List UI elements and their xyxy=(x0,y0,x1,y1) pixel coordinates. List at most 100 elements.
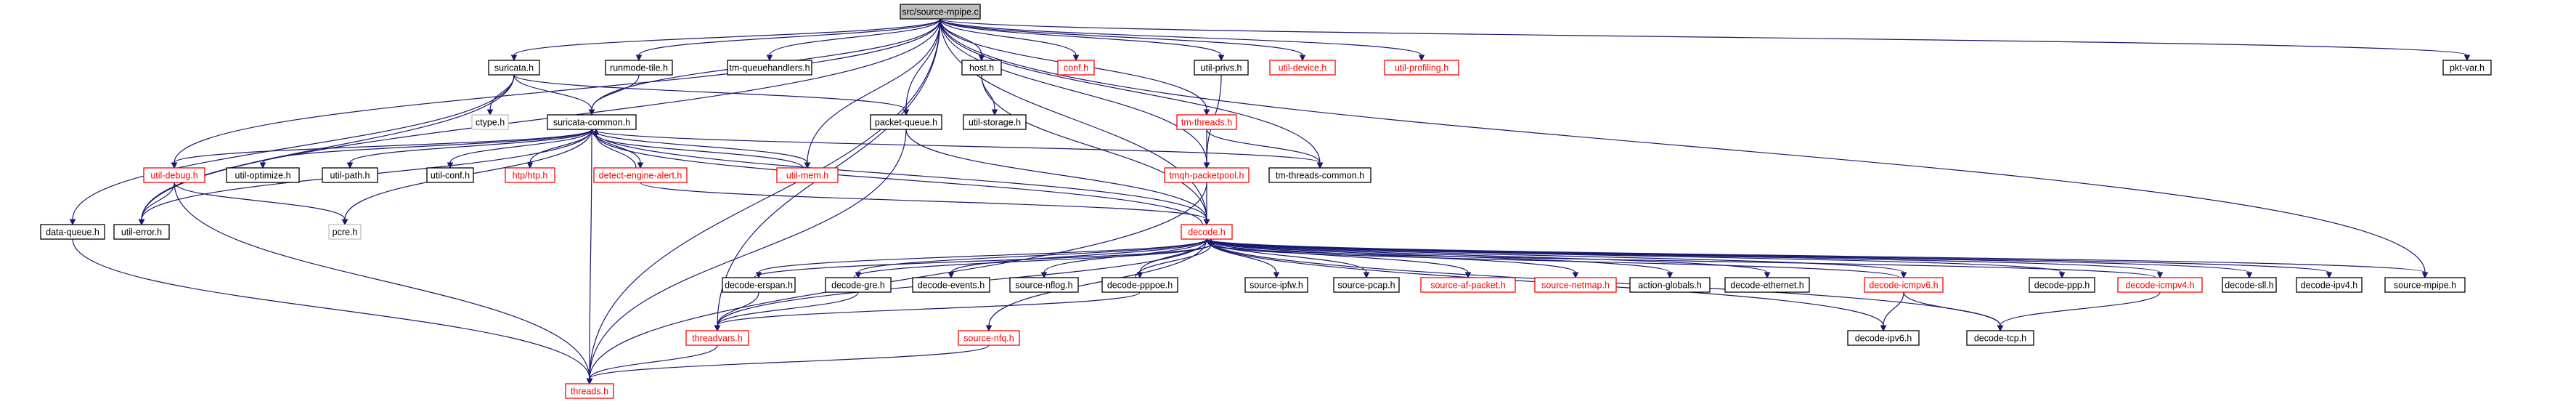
edge-line xyxy=(638,18,941,56)
node-threadvars[interactable]: threadvars.h xyxy=(685,330,749,346)
node-label: htp/htp.h xyxy=(513,171,548,181)
node-decode-sll[interactable]: decode-sll.h xyxy=(2222,277,2277,293)
node-decode-ipv6[interactable]: decode-ipv6.h xyxy=(1847,330,1920,346)
node-box xyxy=(328,224,362,240)
node-box xyxy=(961,60,1002,76)
node-suricata-common[interactable]: suricata-common.h xyxy=(547,114,637,130)
edge-decode-icmpv6-to-decode-ipv6 xyxy=(1880,291,1904,332)
edge-packet-queue-to-decode-h xyxy=(905,129,1210,226)
edge-threadvars-to-threads-h xyxy=(586,344,718,385)
node-source-netmap[interactable]: source-netmap.h xyxy=(1534,277,1617,293)
node-suricata-h[interactable]: suricata.h xyxy=(488,60,540,76)
node-tm-threads[interactable]: tm-threads.h xyxy=(1176,114,1237,130)
edge-line xyxy=(853,243,1212,278)
edge-line xyxy=(988,238,1207,326)
edge-util-debug-to-pcre-h xyxy=(174,182,349,226)
node-decode-icmpv4[interactable]: decode-icmpv4.h xyxy=(2117,277,2203,293)
node-label: suricata-common.h xyxy=(553,118,630,128)
edge-line xyxy=(141,18,941,220)
node-source-af-packet[interactable]: source-af-packet.h xyxy=(1420,277,1516,293)
node-box xyxy=(2442,60,2492,76)
edge-line xyxy=(513,74,907,110)
node-decode-h[interactable]: decode.h xyxy=(1181,224,1233,240)
node-packet-queue[interactable]: packet-queue.h xyxy=(870,114,942,130)
edge-line xyxy=(807,18,941,164)
node-box xyxy=(1724,277,1810,293)
node-label: decode-ipv6.h xyxy=(1855,334,1912,344)
node-box xyxy=(870,114,942,130)
edge-line xyxy=(72,238,590,379)
node-util-storage[interactable]: util-storage.h xyxy=(963,114,1027,130)
node-util-privs[interactable]: util-privs.h xyxy=(1194,60,1249,76)
node-box xyxy=(1864,277,1944,293)
node-util-conf[interactable]: util-conf.h xyxy=(426,167,474,183)
node-runmode-tile[interactable]: runmode-tile.h xyxy=(605,60,673,76)
node-decode-events[interactable]: decode-events.h xyxy=(912,277,990,293)
node-source-mpipe-h[interactable]: source-mpipe.h xyxy=(2384,277,2466,293)
node-threads-h[interactable]: threads.h xyxy=(565,383,614,399)
node-box xyxy=(963,114,1027,130)
node-label: source-nflog.h xyxy=(1015,281,1072,291)
node-tmqh-packetpool[interactable]: tmqh-packetpool.h xyxy=(1164,167,1250,183)
node-decode-icmpv6[interactable]: decode-icmpv6.h xyxy=(1864,277,1944,293)
node-label: src/source-mpipe.c xyxy=(902,7,979,17)
arrowhead xyxy=(138,219,145,226)
node-decode-ppp[interactable]: decode-ppp.h xyxy=(2029,277,2095,293)
edge-line xyxy=(589,182,1207,379)
edge-line xyxy=(141,182,175,220)
node-pcre-h[interactable]: pcre.h xyxy=(328,224,362,240)
node-box xyxy=(1847,330,1920,346)
node-decode-gre[interactable]: decode-gre.h xyxy=(825,277,892,293)
node-data-queue[interactable]: data-queue.h xyxy=(40,224,105,240)
node-detect-engine-alert[interactable]: detect-engine-alert.h xyxy=(593,167,688,183)
node-util-optimize[interactable]: util-optimize.h xyxy=(226,167,300,183)
node-root[interactable]: src/source-mpipe.c xyxy=(900,4,981,20)
node-label: util-debug.h xyxy=(150,171,197,181)
node-label: util-privs.h xyxy=(1201,63,1242,73)
node-decode-ethernet[interactable]: decode-ethernet.h xyxy=(1724,277,1810,293)
edge-line xyxy=(174,182,346,220)
node-tm-queuehandlers[interactable]: tm-queuehandlers.h xyxy=(727,60,812,76)
node-pkt-var[interactable]: pkt-var.h xyxy=(2442,60,2492,76)
node-htp-h[interactable]: htp/htp.h xyxy=(505,167,555,183)
arrowhead xyxy=(1316,162,1324,169)
node-label: decode-sll.h xyxy=(2225,281,2273,291)
arrowhead xyxy=(714,325,721,332)
arrowhead xyxy=(2421,272,2429,279)
node-box xyxy=(1534,277,1617,293)
node-decode-tcp[interactable]: decode-tcp.h xyxy=(1966,330,2034,346)
node-box xyxy=(593,167,688,183)
edge-line xyxy=(1210,243,2156,278)
node-util-mem[interactable]: util-mem.h xyxy=(776,167,839,183)
node-util-profiling[interactable]: util-profiling.h xyxy=(1384,60,1459,76)
node-tm-threads-common[interactable]: tm-threads-common.h xyxy=(1268,167,1371,183)
node-util-debug[interactable]: util-debug.h xyxy=(143,167,205,183)
node-host-h[interactable]: host.h xyxy=(961,60,1002,76)
node-box xyxy=(426,167,474,183)
node-util-error[interactable]: util-error.h xyxy=(113,224,170,240)
node-label: source-ipfw.h xyxy=(1250,281,1303,291)
edge-root-to-runmode-tile xyxy=(635,18,941,62)
arrowhead xyxy=(1072,55,1080,62)
node-source-ipfw[interactable]: source-ipfw.h xyxy=(1244,277,1308,293)
edge-decode-h-to-source-nfq xyxy=(985,238,1207,332)
edge-line xyxy=(857,238,1207,273)
node-decode-ipv4[interactable]: decode-ipv4.h xyxy=(2296,277,2363,293)
node-box xyxy=(1164,167,1250,183)
node-action-globals[interactable]: action-globals.h xyxy=(1629,277,1711,293)
edge-line xyxy=(1206,238,1904,273)
node-decode-erspan[interactable]: decode-erspan.h xyxy=(722,277,796,293)
node-util-path[interactable]: util-path.h xyxy=(322,167,378,183)
node-conf-h[interactable]: conf.h xyxy=(1057,60,1095,76)
node-ctype-h[interactable]: ctype.h xyxy=(471,114,509,130)
node-box xyxy=(1269,60,1336,76)
node-box xyxy=(2384,277,2466,293)
node-source-nfq[interactable]: source-nfq.h xyxy=(958,330,1020,346)
arrowhead xyxy=(1218,55,1225,62)
node-decode-pppoe[interactable]: decode-pppoe.h xyxy=(1101,277,1178,293)
node-source-nflog[interactable]: source-nflog.h xyxy=(1009,277,1079,293)
node-source-pcap[interactable]: source-pcap.h xyxy=(1333,277,1400,293)
node-label: ctype.h xyxy=(476,118,505,128)
edge-line xyxy=(589,344,718,379)
node-util-device[interactable]: util-device.h xyxy=(1269,60,1336,76)
